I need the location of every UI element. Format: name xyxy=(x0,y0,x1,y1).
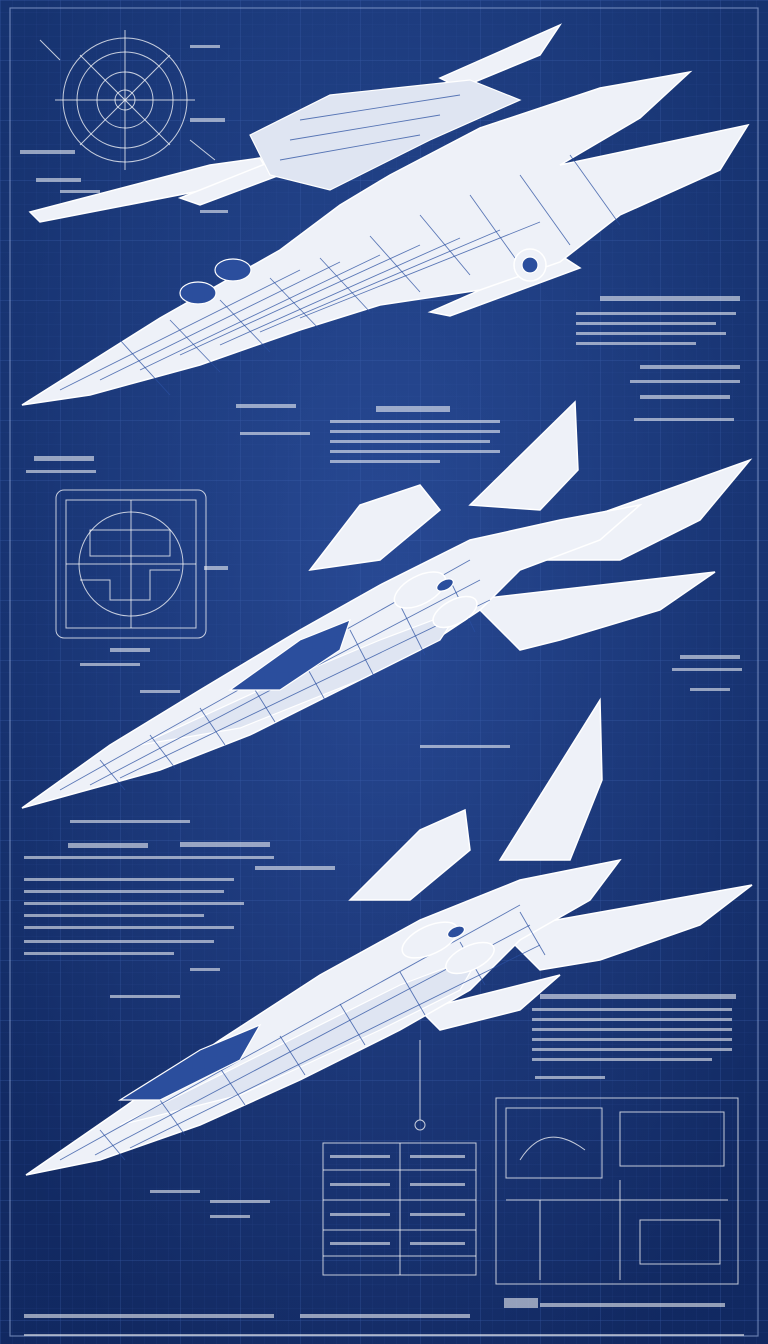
spec-table xyxy=(322,1142,477,1276)
spacecraft-three-quarter-view xyxy=(21,400,753,809)
annotation-marks xyxy=(20,45,744,1336)
spacecraft-top-view xyxy=(21,23,750,406)
spacecraft-side-view xyxy=(25,697,753,1176)
bay-layout-diagram xyxy=(495,1097,739,1285)
turbine-detail-diagram xyxy=(39,30,216,170)
frame-section-diagram xyxy=(55,489,207,639)
